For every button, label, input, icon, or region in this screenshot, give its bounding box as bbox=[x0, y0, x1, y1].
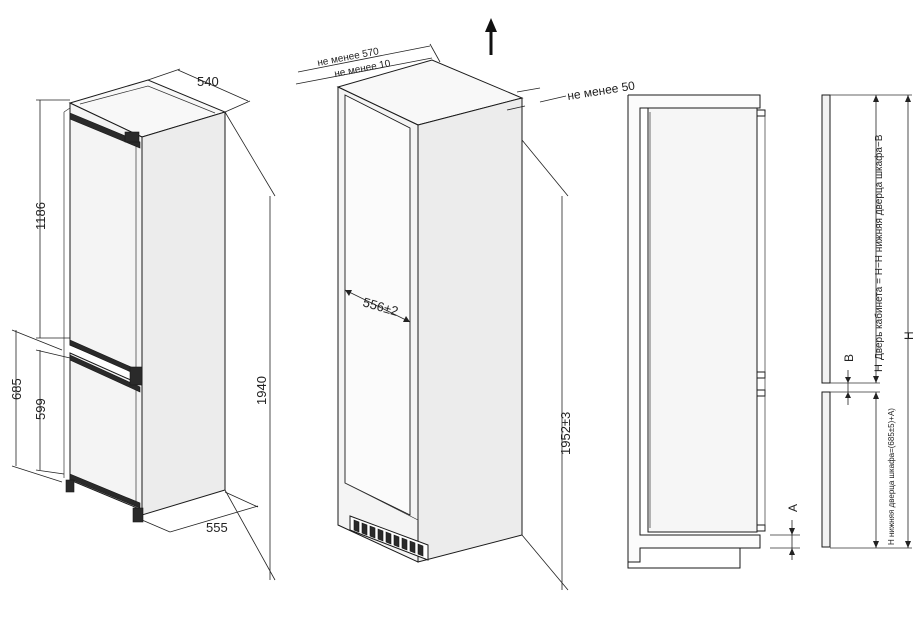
fridge-side bbox=[141, 111, 226, 516]
dim-niche-50-label: не менее 50 bbox=[566, 78, 636, 103]
upper-cabinet-door bbox=[821, 94, 831, 384]
lower-cabinet-door bbox=[821, 391, 831, 548]
mid-rail-lower bbox=[69, 354, 141, 393]
upper-hinge-rail bbox=[69, 112, 141, 149]
dim-niche-50: не менее 50 bbox=[506, 78, 636, 111]
dim-1186-label: 1186 bbox=[33, 202, 48, 230]
lower-door-formula-label: H нижняя дверца шкафа=(685±5)+A) bbox=[887, 408, 896, 545]
dim-540-label: 540 bbox=[197, 74, 219, 89]
dim-B: B bbox=[830, 354, 880, 405]
dim-599: 599 bbox=[33, 349, 71, 475]
dim-H: H bbox=[830, 94, 916, 549]
dim-1940: 1940 bbox=[224, 111, 276, 581]
dim-1940-label: 1940 bbox=[254, 376, 269, 405]
niche-side bbox=[417, 97, 523, 563]
dim-685: 685 bbox=[9, 329, 63, 483]
cabinet-door-prefix: H bbox=[873, 364, 885, 372]
fridge-drawing bbox=[63, 79, 227, 523]
up-arrow-icon bbox=[485, 18, 497, 55]
vent-slots bbox=[353, 519, 424, 557]
bottom-hinge bbox=[132, 507, 144, 523]
dim-555-label: 555 bbox=[206, 520, 228, 535]
dim-H-label: H bbox=[902, 331, 916, 340]
dim-1186: 1186 bbox=[33, 99, 70, 339]
bottom-foot bbox=[65, 479, 75, 493]
dim-cabinet-door: H Дверь кабинета = H−H нижняя дверца шка… bbox=[873, 95, 885, 383]
dim-A: A bbox=[770, 504, 800, 560]
dim-niche-height-label: 1952±3 bbox=[558, 412, 573, 455]
niche-opening bbox=[344, 94, 411, 516]
dim-B-label: B bbox=[842, 354, 856, 362]
section-view bbox=[627, 94, 831, 569]
svg-text:H: H bbox=[873, 364, 885, 372]
dim-niche-height: 1952±3 bbox=[521, 139, 573, 591]
niche-drawing bbox=[336, 59, 524, 563]
dim-540: 540 bbox=[147, 68, 251, 113]
dim-555: 555 bbox=[141, 491, 259, 535]
cabinet-section bbox=[627, 94, 761, 563]
dim-A-label: A bbox=[786, 504, 800, 512]
fridge-section bbox=[647, 107, 758, 533]
top-hinge bbox=[124, 131, 140, 143]
dim-lower-cabinet-door: H нижняя дверца шкафа=(685±5)+A) bbox=[873, 392, 896, 548]
dim-599-label: 599 bbox=[33, 398, 48, 420]
dim-685-label: 685 bbox=[9, 378, 24, 400]
cabinet-door-formula-label: Дверь кабинета = H−H нижняя дверца шкафа… bbox=[873, 134, 885, 360]
center-hinge bbox=[129, 366, 143, 386]
